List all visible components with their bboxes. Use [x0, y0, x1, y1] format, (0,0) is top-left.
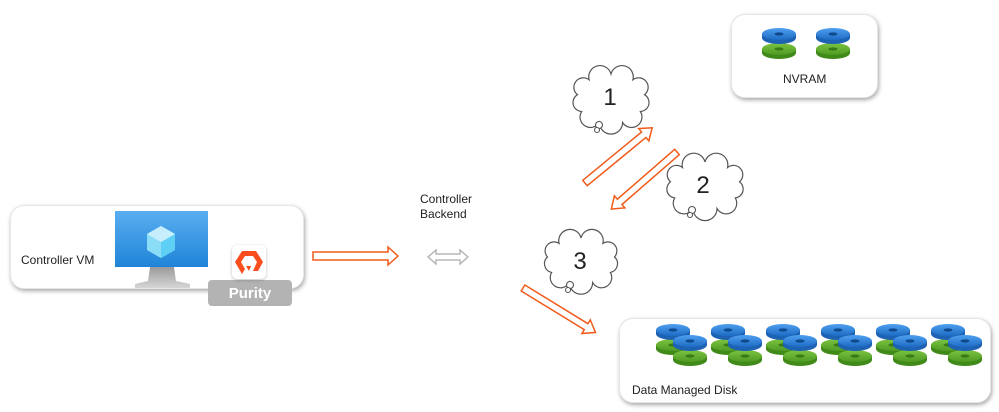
- thought-cloud-icon: [572, 65, 650, 135]
- flow-arrow-step-2: [610, 148, 681, 210]
- thought-cloud-icon: [543, 228, 619, 295]
- controller-backend-label-line1: Controller: [420, 192, 473, 206]
- step-1-number: 1: [603, 84, 617, 111]
- disk-stack-icon: [762, 28, 796, 59]
- purity-badge: Purity: [208, 280, 292, 306]
- flow-arrow-step-1: [581, 126, 654, 187]
- step-3-number: 3: [573, 248, 587, 275]
- backend-bidirectional-arrow-icon: [426, 248, 470, 266]
- nvram-label: NVRAM: [783, 72, 827, 86]
- disk-stack-icon: [816, 28, 850, 59]
- nvram-disk-stacks: [762, 28, 850, 59]
- pure-storage-logo-icon: [232, 245, 266, 279]
- thought-cloud-icon: [666, 152, 744, 222]
- flow-arrow-step-3: [520, 283, 597, 335]
- data-disk-stacks: [656, 324, 982, 366]
- data-managed-disk-label: Data Managed Disk: [632, 383, 738, 397]
- flow-arrow-vm-to-backend: [312, 245, 400, 267]
- controller-backend-label-line2: Backend: [420, 207, 467, 221]
- step-2-number: 2: [696, 172, 710, 199]
- nvram-card: [731, 14, 878, 98]
- controller-vm-label: Controller VM: [21, 253, 95, 267]
